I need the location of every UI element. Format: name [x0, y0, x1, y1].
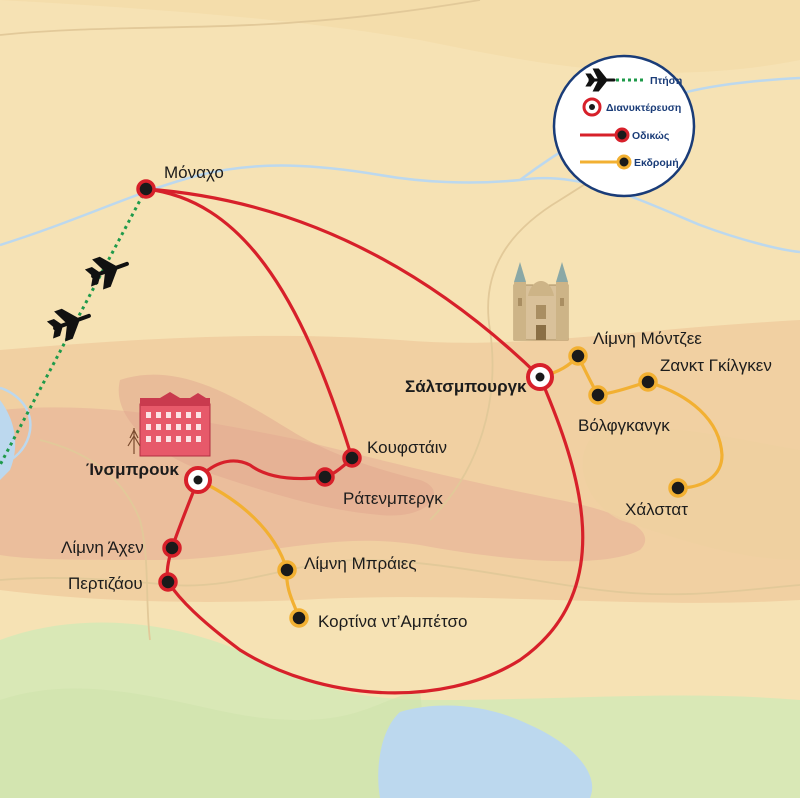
excursion-marker[interactable] — [638, 372, 658, 392]
city-label-wolfgang: Βόλφγκανγκ — [578, 416, 670, 435]
road-stop-marker[interactable] — [342, 448, 362, 468]
excursion-marker[interactable] — [289, 608, 309, 628]
airplane-icon — [46, 308, 91, 342]
city-label-braies: Λίμνη Μπράιες — [304, 554, 417, 573]
city-label-kufstein: Κουφστάιν — [367, 438, 447, 457]
legend-excursion-icon — [616, 154, 632, 170]
road-route — [144, 187, 585, 695]
city-label-mondsee: Λίμνη Μόντζεε — [593, 329, 702, 348]
legend-road-icon — [614, 127, 630, 143]
excursion-marker[interactable] — [568, 346, 588, 366]
legend: Πτήση Διανυκτέρευση Οδικώς Εκδρομή — [552, 54, 696, 198]
overnight-marker[interactable] — [184, 466, 212, 494]
city-label-salzburg: Σάλτσμπουργκ — [405, 377, 527, 396]
overnight-marker[interactable] — [526, 363, 554, 391]
river-inn-west — [0, 400, 16, 480]
excursion-marker[interactable] — [588, 385, 608, 405]
city-label-munich: Μόναχο — [164, 163, 224, 182]
excursion-marker[interactable] — [277, 560, 297, 580]
salzburg-cathedral-icon — [513, 262, 569, 341]
city-label-stgilgen: Ζανκτ Γκίλγκεν — [660, 356, 772, 375]
legend-flight-label: Πτήση — [650, 75, 682, 87]
city-label-rattenberg: Ράτενμπεργκ — [343, 489, 443, 508]
legend-overnight-label: Διανυκτέρευση — [606, 102, 681, 114]
road-stop-marker[interactable] — [136, 179, 156, 199]
legend-road-label: Οδικώς — [632, 130, 670, 142]
road-stop-marker[interactable] — [162, 538, 182, 558]
innsbruck-building-icon — [127, 392, 211, 457]
legend-flight-icon — [585, 68, 616, 92]
legend-excursion-label: Εκδρομή — [634, 157, 679, 169]
city-label-pertisau: Περτιζάου — [68, 574, 143, 593]
road-stop-marker[interactable] — [315, 467, 335, 487]
city-label-achensee: Λίμνη Άχεν — [61, 538, 144, 557]
road-stop-marker[interactable] — [158, 572, 178, 592]
city-label-cortina: Κορτίνα ντ’Αμπέτσο — [318, 612, 467, 631]
airplane-icon — [84, 256, 129, 290]
excursion-marker[interactable] — [668, 478, 688, 498]
city-label-innsbruck: Ίνσμπρουκ — [86, 460, 179, 479]
city-label-hallstatt: Χάλστατ — [625, 500, 688, 519]
legend-overnight-icon — [582, 97, 602, 117]
